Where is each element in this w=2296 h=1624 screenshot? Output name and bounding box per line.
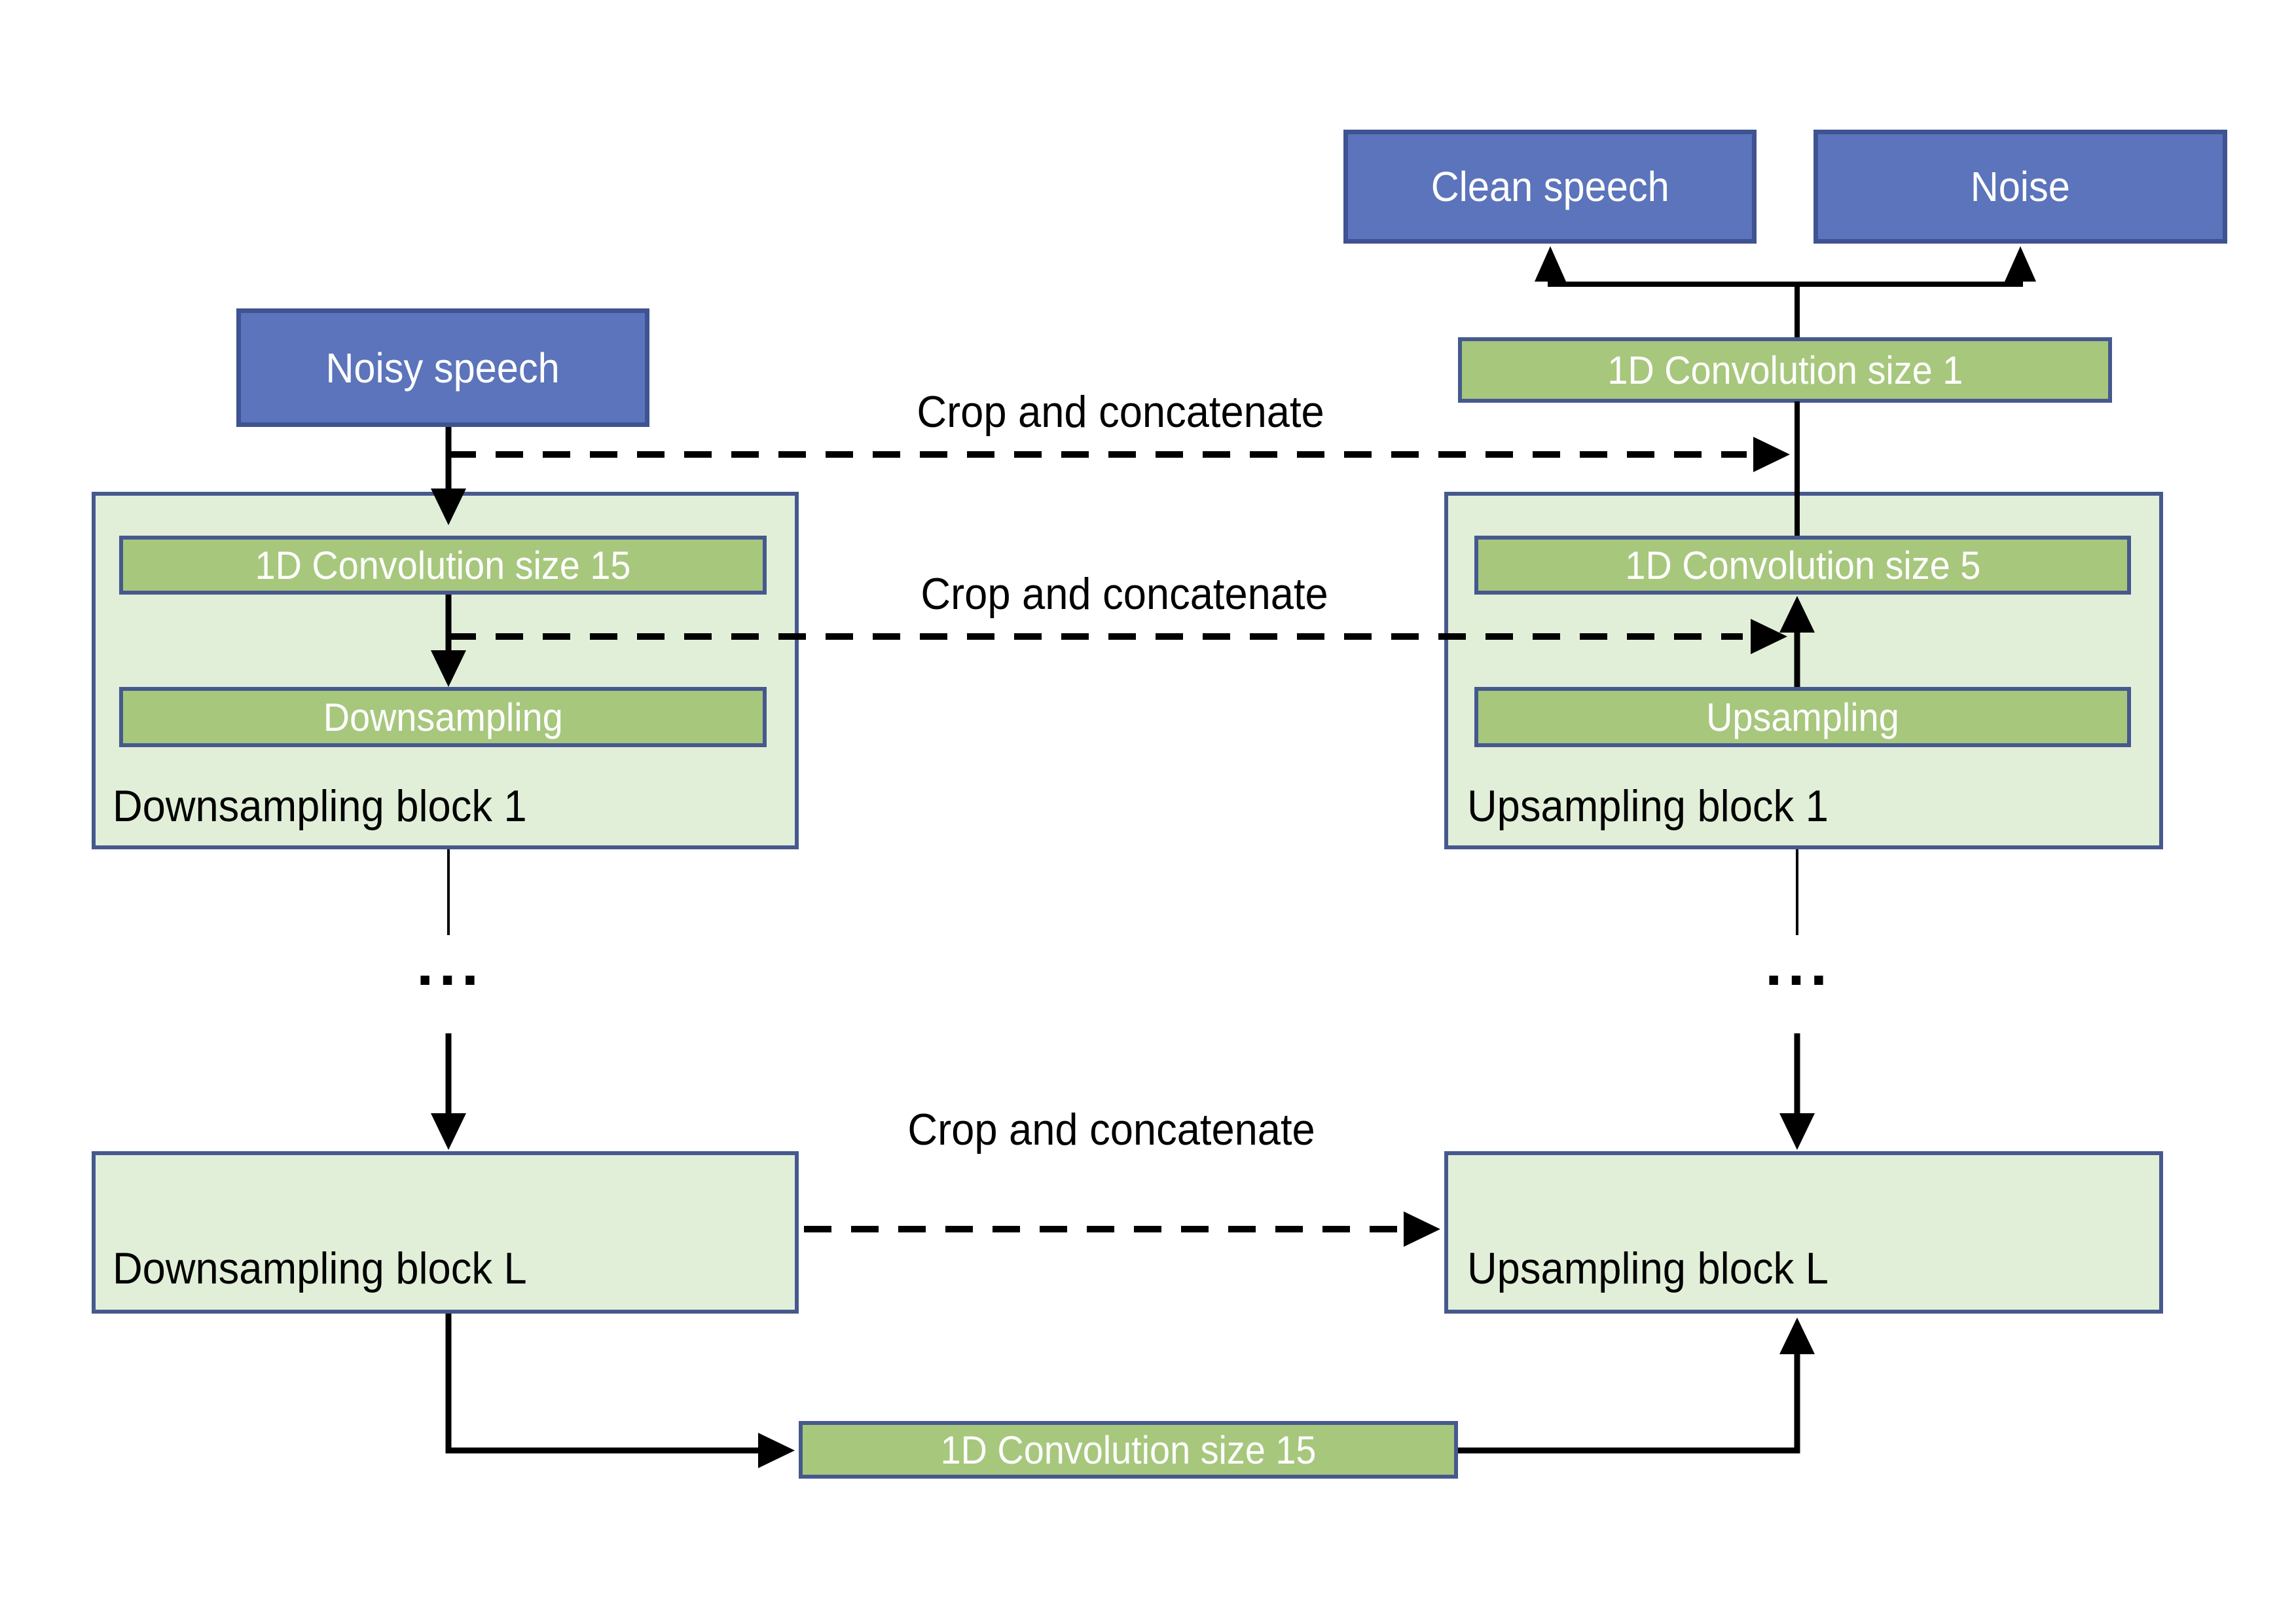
downsampling-op-label: Downsampling: [323, 695, 563, 739]
conv-size-5-up-label: 1D Convolution size 5: [1625, 543, 1980, 587]
downsampling-block-1-title: Downsampling block 1: [113, 781, 527, 831]
arrow-bottleneck-to-upblockL: [1458, 1318, 1815, 1454]
conv-size-15-bottleneck-label: 1D Convolution size 15: [940, 1428, 1317, 1472]
noise-label: Noise: [1970, 163, 2071, 210]
upsampling-op-node: Upsampling: [1474, 687, 2131, 747]
upsampling-block-L-title: Upsampling block L: [1467, 1244, 1829, 1293]
fork-conv1-to-outputs: [1535, 246, 2036, 337]
conv-size-15-bottleneck-node: 1D Convolution size 15: [799, 1421, 1458, 1479]
clean-speech-node: Clean speech: [1343, 130, 1757, 244]
upsampling-block-1-title: Upsampling block 1: [1467, 781, 1829, 831]
conv-size-1-label: 1D Convolution size 1: [1607, 348, 1963, 392]
arrow-ellipsis-to-downblockL: [431, 1033, 466, 1150]
crop-concatenate-label-3: Crop and concatenate: [907, 1105, 1316, 1154]
conv-size-5-up-node: 1D Convolution size 5: [1474, 536, 2131, 595]
upsampling-block-L-container: [1444, 1151, 2163, 1314]
conv-size-15-down-label: 1D Convolution size 15: [255, 543, 631, 587]
conv-size-15-down-node: 1D Convolution size 15: [119, 536, 767, 595]
noise-node: Noise: [1813, 130, 2227, 244]
upsampling-op-label: Upsampling: [1706, 695, 1899, 739]
noisy-speech-label: Noisy speech: [325, 344, 560, 392]
crop-concatenate-label-1: Crop and concatenate: [917, 387, 1325, 437]
crop-concatenate-label-2: Crop and concatenate: [920, 569, 1329, 619]
ellipsis-left: ...: [416, 929, 484, 999]
noisy-speech-node: Noisy speech: [236, 308, 649, 427]
conv-size-1-node: 1D Convolution size 1: [1458, 337, 2112, 403]
dashed-arrow-crop-concat-1: [448, 437, 1790, 472]
arrow-downblockL-to-bottleneck: [445, 1314, 795, 1468]
clean-speech-label: Clean speech: [1430, 163, 1669, 210]
downsampling-block-L-title: Downsampling block L: [113, 1244, 527, 1293]
arrow-ellipsis-to-upblockL: [1779, 1033, 1815, 1150]
downsampling-op-node: Downsampling: [119, 687, 767, 747]
ellipsis-right: ...: [1765, 929, 1833, 999]
downsampling-block-L-container: [92, 1151, 799, 1314]
dashed-arrow-crop-concat-3: [804, 1211, 1440, 1247]
